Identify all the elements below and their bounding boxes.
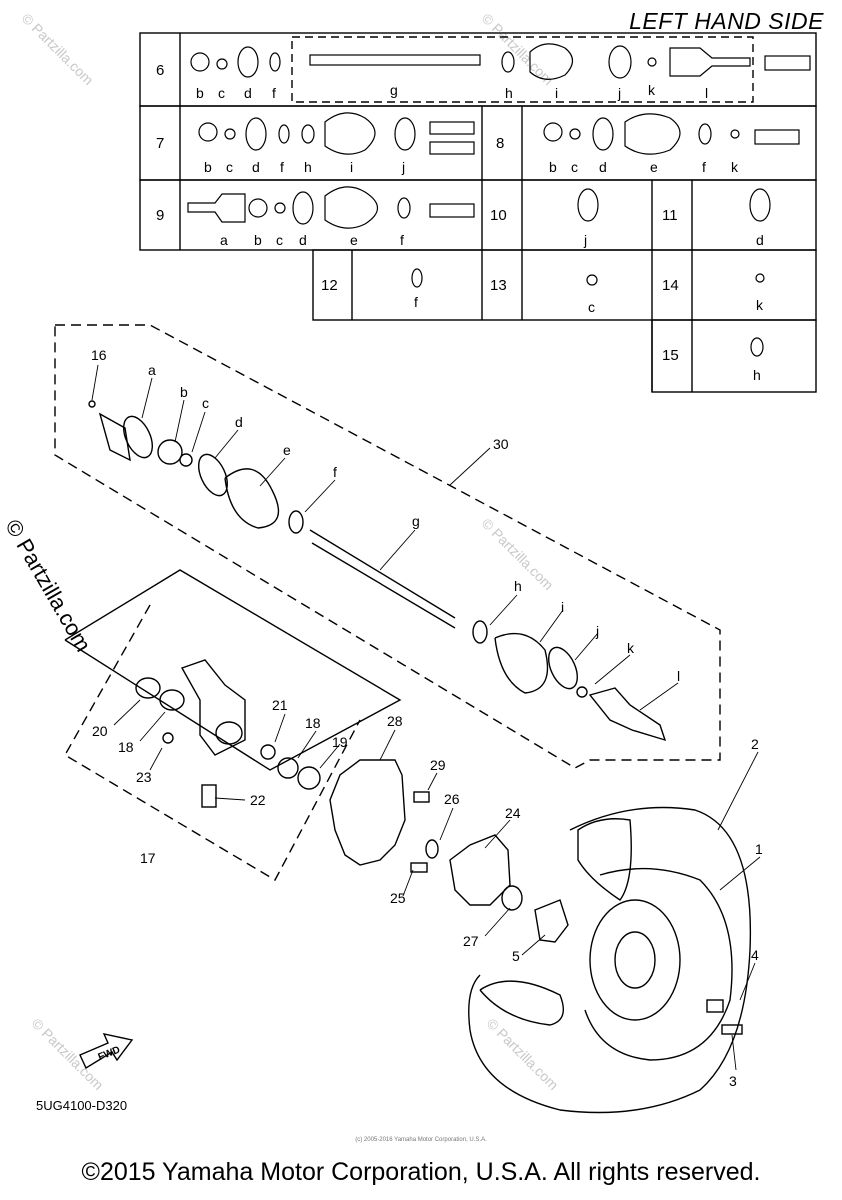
row-number: 7 [156,135,164,152]
kit-letter: f [702,159,706,175]
kit-letter: d [599,159,607,175]
shaft-callouts: 16 a b c d e f g h i j k l 30 [91,347,680,684]
kit-letter: b [549,159,557,175]
kit-letter: f [272,85,276,101]
row-number: 6 [156,62,164,79]
row-number: 9 [156,207,164,224]
callout-label: 3 [729,1073,737,1089]
kit-letter: j [401,159,405,175]
callout-label: b [180,384,188,400]
knuckle-callouts: 20 18 23 22 17 21 18 19 [92,697,348,866]
callout-label: 30 [493,436,509,452]
callout-label: l [677,668,680,684]
callout-label: 18 [118,739,134,755]
row-number: 15 [662,347,679,364]
kit-letter: h [304,159,312,175]
kit-letter: j [583,232,587,248]
kit-letter: f [400,232,404,248]
callout-label: g [412,513,420,529]
forward-arrow-icon: FWD [79,1033,134,1070]
wheel-callouts: 28 29 26 24 25 27 5 2 1 4 3 [387,713,763,1089]
fine-print: (c) 2005-2016 Yamaha Motor Corporation, … [355,1137,487,1143]
kit-letter: i [350,159,353,175]
callout-label: a [148,362,156,378]
kit-letter: c [571,159,578,175]
kit-letter: a [220,232,228,248]
row-number: 8 [496,135,504,152]
kit-letter: k [756,297,764,313]
drive-shaft-assembly [54,324,721,769]
callout-label: 5 [512,948,520,964]
callout-label: k [627,640,635,656]
callout-label: 22 [250,792,266,808]
kit-table-grid [139,32,817,393]
callout-label: 16 [91,347,107,363]
kit-letter: i [555,85,558,101]
diagram-code: 5UG4100-D320 [36,1098,128,1113]
knuckle-assembly [64,569,402,881]
kit-table-part-icons [187,43,811,357]
callout-label: 2 [751,736,759,752]
row-number: 13 [490,277,507,294]
callout-label: h [514,578,522,594]
callout-label: 29 [430,757,446,773]
row-number: 14 [662,277,679,294]
kit-letter: d [252,159,260,175]
kit-letter: h [753,367,761,383]
kit-letter: j [617,85,621,101]
callout-label: j [595,623,599,639]
kit-letter: c [588,299,595,315]
callout-label: i [561,599,564,615]
kit-letter: d [756,232,764,248]
callout-label: 28 [387,713,403,729]
kit-letter: g [390,82,398,98]
kit-letter: l [705,85,708,101]
kit-letter: b [196,85,204,101]
row-number: 12 [321,277,338,294]
row-number: 11 [662,207,678,224]
kit-letter: e [350,232,358,248]
kit-letters: b c d f g h i j k l b c d f h i j b c d … [196,82,764,383]
callout-label: f [333,464,337,480]
callout-label: 1 [755,841,763,857]
callout-label: 4 [751,947,759,963]
page-title: LEFT HAND SIDE [629,8,824,34]
copyright-notice: ©2015 Yamaha Motor Corporation, U.S.A. A… [81,1158,761,1186]
callout-leaders [91,364,761,1071]
kit-row-numbers: 6 7 8 9 10 11 12 13 14 15 [156,62,679,364]
callout-label: 19 [332,734,348,750]
kit-letter: f [280,159,284,175]
kit-letter: k [648,82,656,98]
kit-letter: c [226,159,233,175]
callout-label: 18 [305,715,321,731]
callout-label: 23 [136,769,152,785]
kit-letter: d [244,85,252,101]
callout-label: 17 [140,850,156,866]
callout-label: c [202,395,209,411]
callout-label: 20 [92,723,108,739]
kit-letter: c [276,232,283,248]
callout-label: 27 [463,933,479,949]
callout-label: d [235,414,243,430]
kit-letter: h [505,85,513,101]
kit-letter: f [414,294,418,310]
callout-label: 24 [505,805,521,821]
kit-letter: k [731,159,739,175]
hub-and-disc [329,759,569,943]
callout-label: 21 [272,697,288,713]
callout-label: 25 [390,890,406,906]
kit-letter: d [299,232,307,248]
kit-letter: b [254,232,262,248]
kit-letter: b [204,159,212,175]
callout-label: e [283,442,291,458]
callout-label: 26 [444,791,460,807]
kit-letter: c [218,85,225,101]
wheel-and-tire [468,806,752,1114]
kit-letter: e [650,159,658,175]
row-number: 10 [490,207,507,224]
